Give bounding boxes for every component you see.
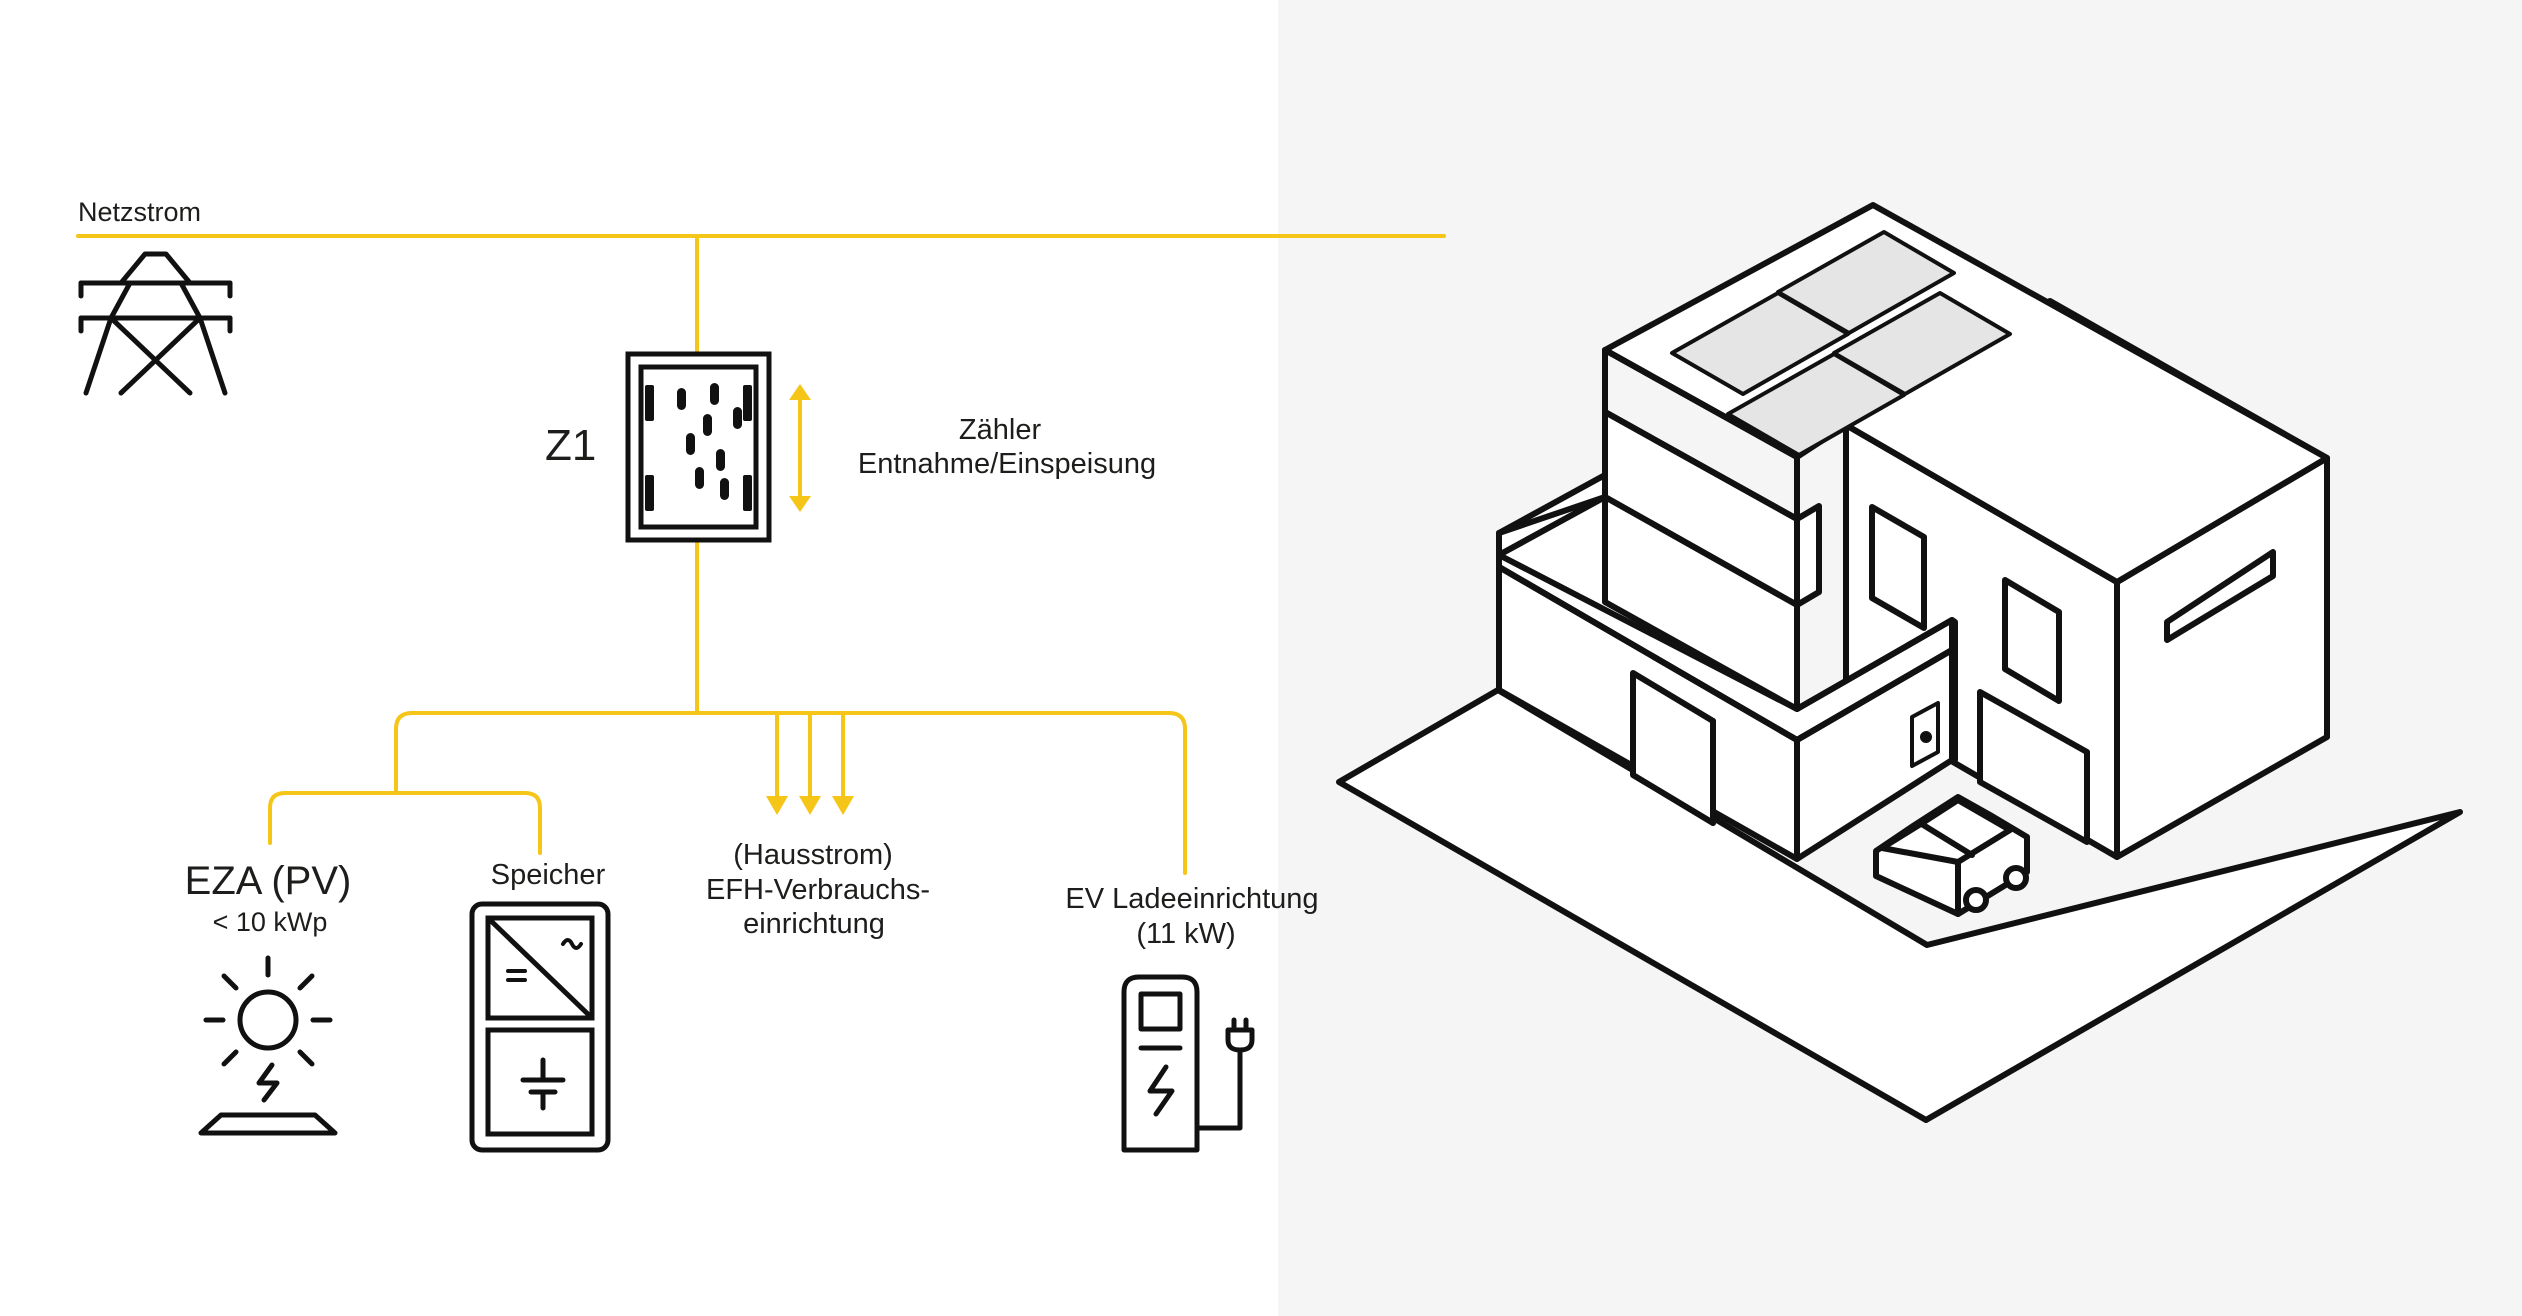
ev-charger-icon [1121,974,1255,1153]
storage-label: Speicher [490,859,606,891]
house-illustration [1336,202,2463,1123]
meter-arrow-down-head [789,496,811,512]
electricity-meter-icon [625,351,772,543]
house-arrow-head-2 [799,796,821,815]
house-arrow-head-3 [832,796,854,815]
ev-label-line2: (11 kW) [1136,918,1236,950]
house-label-line3: einrichtung [743,908,885,940]
solar-panel [1832,291,2012,396]
power-lines [76,234,1446,875]
power-pylon-icon [78,251,233,396]
pv-title: EZA (PV) [184,859,352,903]
battery-storage-icon [469,901,611,1153]
arrow-heads [766,384,854,815]
house-label-line1: (Hausstrom) [733,839,893,871]
meter-label-line1: Zähler [958,414,1042,446]
meter-arrow-up-head [789,384,811,400]
ev-label-line1: EV Ladeeinrichtung [1065,883,1319,915]
storage-branch-line [394,791,542,855]
grid-label: Netzstrom [78,197,202,227]
pv-capacity: < 10 kWp [212,907,328,937]
meter-label-line2: Entnahme/Einspeisung [857,448,1157,480]
solar-panel [1776,230,1956,335]
bus-ev-line [695,711,1187,875]
bus-left-line [394,711,699,795]
house-ground-plate [1336,687,2463,1123]
car-icon [1873,794,2030,917]
sun-icon [198,955,338,1136]
house-label-line2: EFH-Verbrauchs- [705,874,931,906]
house-arrow-head-1 [766,796,788,815]
pv-branch-line [268,791,398,845]
meter-id-label: Z1 [545,421,597,470]
